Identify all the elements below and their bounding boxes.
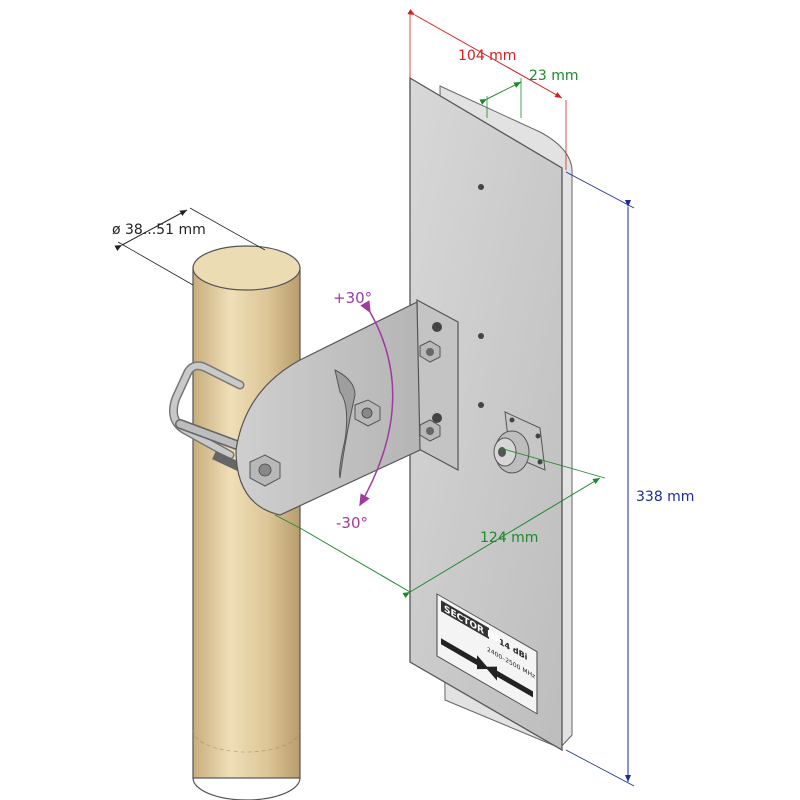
dimension-depth: 23 mm (479, 68, 579, 118)
dimension-pole-diameter-label: ø 38...51 mm (112, 222, 206, 238)
u-bolt-icon (169, 361, 248, 475)
dimension-offset-label: 124 mm (480, 530, 538, 546)
dimension-height-label: 338 mm (636, 489, 694, 505)
polarization-arrow-icon (441, 638, 489, 670)
dimension-width: 104 mm (407, 8, 567, 170)
dimension-height: 338 mm (565, 171, 694, 787)
label-plate: SECTOR HP 14 dBi 2400–2500 MHz (436, 593, 538, 715)
tilt-down-label: -30° (336, 514, 368, 532)
dimension-offset: 124 mm (274, 447, 606, 599)
tilt-range-indicator: +30° -30° (333, 289, 394, 532)
mounting-pole (192, 245, 301, 800)
dimension-depth-label: 23 mm (529, 68, 579, 84)
dimension-pole-diameter: ø 38...51 mm (112, 207, 266, 286)
dimension-width-label: 104 mm (458, 48, 516, 64)
tilt-up-label: +30° (333, 289, 372, 307)
n-connector-icon (493, 411, 546, 474)
